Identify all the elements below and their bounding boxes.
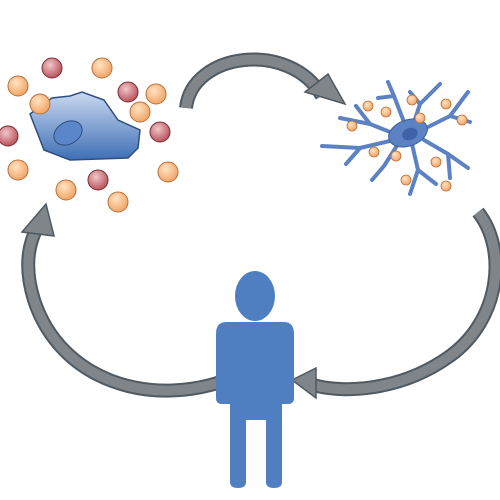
dendrite xyxy=(320,138,396,150)
particle xyxy=(0,125,19,147)
particle xyxy=(406,94,418,106)
particle xyxy=(129,101,151,123)
dendrite xyxy=(446,152,452,180)
particle xyxy=(157,161,179,183)
dendrite xyxy=(416,168,438,186)
particle xyxy=(400,174,412,186)
dendrite xyxy=(386,80,406,124)
particle xyxy=(149,121,171,143)
particle xyxy=(440,180,452,192)
particle xyxy=(117,81,139,103)
particle xyxy=(390,150,402,162)
nucleus-icon xyxy=(53,120,83,146)
particles-around-cell xyxy=(0,57,179,213)
particle xyxy=(430,156,442,168)
particle xyxy=(41,57,63,79)
particle xyxy=(107,191,129,213)
arrow-human-to-cell xyxy=(20,202,235,398)
particle xyxy=(29,93,51,115)
neuron-nucleus-icon xyxy=(402,127,418,141)
particle xyxy=(87,169,109,191)
particle xyxy=(7,75,29,97)
cell-node xyxy=(0,57,179,213)
human-figure-icon xyxy=(216,271,294,488)
neuron-node xyxy=(320,80,472,196)
arrow-cell-to-neuron xyxy=(179,52,347,110)
particle xyxy=(7,159,29,181)
particle xyxy=(145,83,167,105)
particle xyxy=(346,120,358,132)
neuron-dendrites xyxy=(320,80,472,196)
particle xyxy=(55,179,77,201)
arrow-neuron-to-human xyxy=(290,207,500,400)
particle xyxy=(362,100,374,112)
human-body xyxy=(216,322,294,488)
particle xyxy=(380,106,392,118)
dendrite xyxy=(376,94,396,100)
particle xyxy=(456,114,468,126)
dendrite xyxy=(354,104,372,126)
particle xyxy=(414,112,426,124)
human-head xyxy=(235,271,275,321)
particles-on-neuron xyxy=(346,94,468,192)
cycle-arrows xyxy=(20,52,500,400)
particle xyxy=(440,98,452,110)
dendrite xyxy=(344,146,362,166)
particle xyxy=(91,57,113,79)
particle xyxy=(368,146,380,158)
